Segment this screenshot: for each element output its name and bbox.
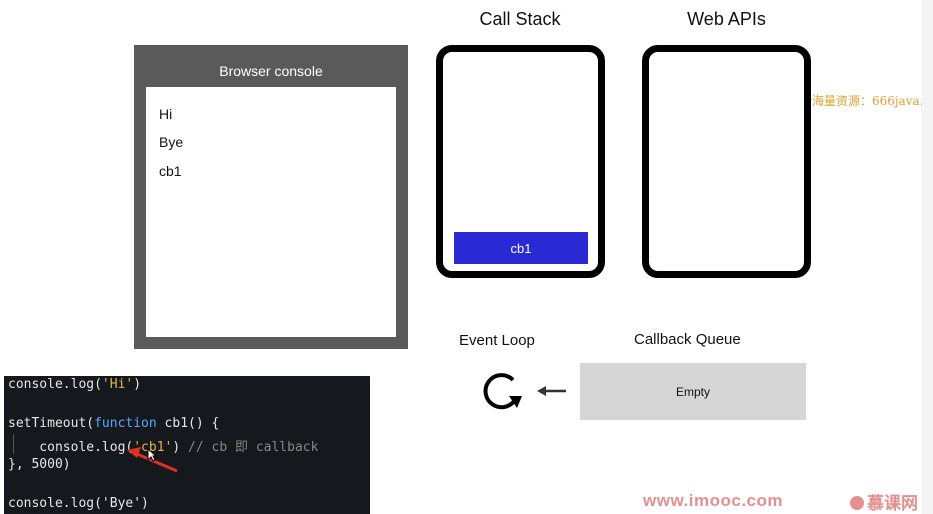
loop-arrow-icon (483, 373, 522, 410)
watermark-brand: 慕课网 (850, 489, 918, 514)
code-line: console.log('cb1') // cb 即 callback (8, 440, 319, 455)
scrollbar-track (922, 0, 933, 514)
browser-console-output: Hi Bye cb1 (146, 87, 396, 337)
code-line: setTimeout(function cb1() { (8, 416, 220, 431)
event-loop-title: Event Loop (459, 332, 535, 349)
watermark-text: 海量资源：666java. (812, 94, 924, 108)
code-line: console.log('Hi') (8, 377, 142, 392)
callback-queue-box: Empty (580, 363, 806, 420)
callback-queue-title: Callback Queue (634, 331, 741, 348)
left-arrow-icon (537, 386, 566, 396)
call-stack-title: Call Stack (479, 9, 561, 29)
browser-console-title: Browser console (219, 63, 323, 79)
console-line: cb1 (159, 163, 182, 179)
indent-guide (13, 434, 14, 454)
browser-console-panel: Browser console Hi Bye cb1 (134, 45, 408, 349)
annotation-arrow-icon (127, 447, 178, 473)
code-editor: console.log('Hi') setTimeout(function cb… (4, 376, 370, 514)
web-apis-title: Web APIs (687, 9, 766, 29)
code-line: console.log('Bye') (8, 496, 149, 511)
flame-icon (850, 496, 864, 510)
mouse-cursor-icon (147, 448, 157, 462)
console-line: Bye (159, 134, 184, 150)
console-line: Hi (159, 106, 173, 122)
call-stack-frame: cb1 (454, 232, 588, 264)
web-apis-box (642, 45, 811, 278)
callback-queue-content: Empty (675, 384, 710, 399)
code-line: }, 5000) (8, 457, 71, 472)
watermark-site: www.imooc.com (643, 491, 784, 510)
